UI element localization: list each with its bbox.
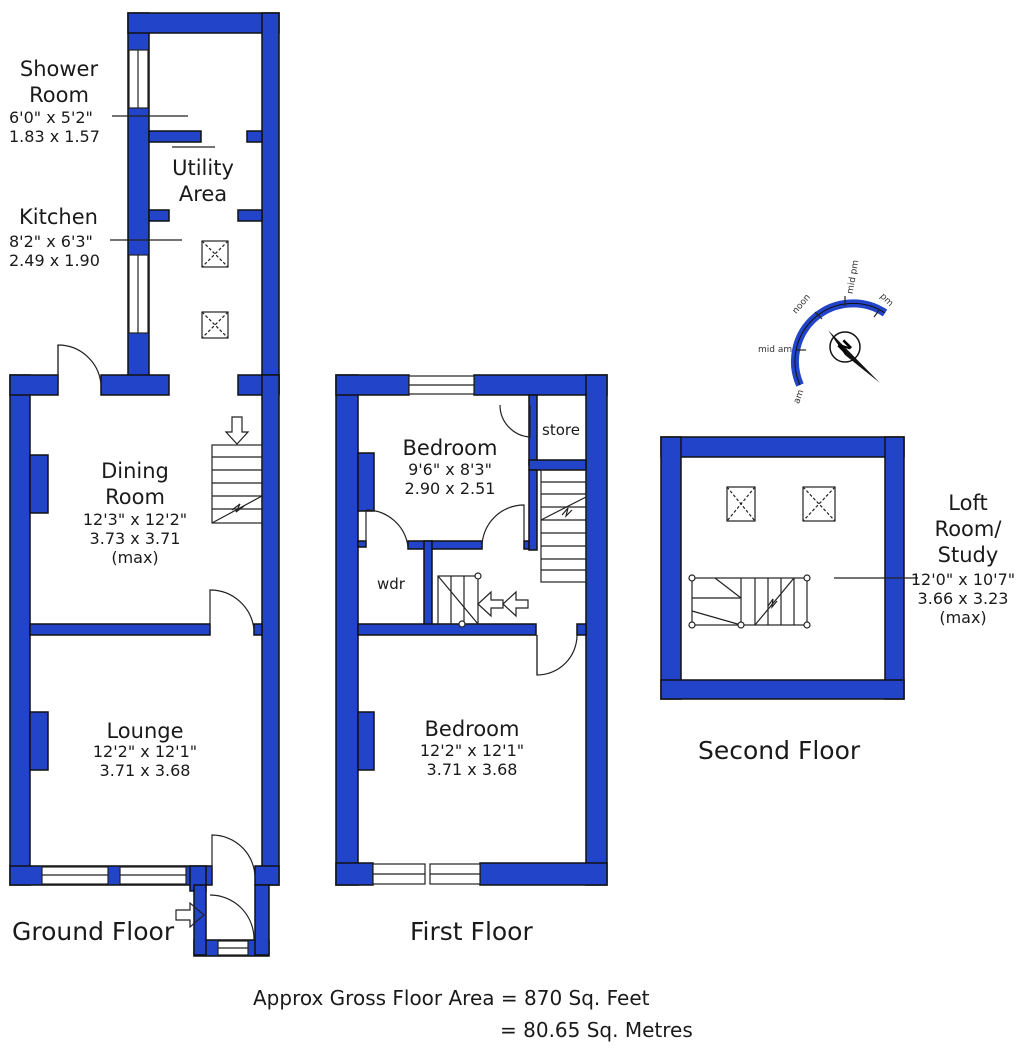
- bedroom-main-label: Bedroom: [424, 717, 520, 741]
- kitchen-dimensions: 8'2" x 6'3" 2.49 x 1.90: [9, 232, 100, 270]
- bedroom-small-label: Bedroom: [402, 436, 498, 460]
- loft-room-label: Loft Room/ Study: [934, 491, 1002, 567]
- compass-mid-pm-label: mid pm: [846, 259, 862, 295]
- gross-area-sqm: = 80.65 Sq. Metres: [500, 1018, 693, 1042]
- lounge-dimensions: 12'2" x 12'1" 3.71 x 3.68: [92, 742, 198, 780]
- bedroom-main-dimensions: 12'2" x 12'1" 3.71 x 3.68: [419, 741, 525, 779]
- kitchen-label: Kitchen: [19, 205, 98, 229]
- compass-rose: N am mid am noon mid pm pm: [758, 259, 895, 405]
- dining-room-dimensions: 12'3" x 12'2" 3.73 x 3.71 (max): [82, 510, 188, 567]
- first-floor-label: First Floor: [410, 917, 533, 946]
- bedroom-small-dimensions: 9'6" x 8'3" 2.90 x 2.51: [404, 460, 496, 498]
- compass-mid-am-label: mid am: [758, 345, 792, 355]
- shower-room-label: Shower Room: [19, 57, 99, 107]
- store-label: store: [542, 421, 580, 439]
- second-floor-label: Second Floor: [698, 736, 861, 765]
- dining-room-label: Dining Room: [101, 459, 169, 509]
- first-floor-plan: [335, 374, 608, 886]
- lounge-label: Lounge: [106, 719, 184, 743]
- compass-am-label: am: [792, 388, 806, 405]
- ground-floor-label: Ground Floor: [12, 917, 175, 946]
- utility-area-label: Utility Area: [172, 156, 234, 206]
- ground-floor-plan: [9, 12, 280, 957]
- gross-area-sqft: Approx Gross Floor Area = 870 Sq. Feet: [253, 986, 650, 1010]
- compass-noon-label: noon: [791, 293, 813, 317]
- loft-room-dimensions: 12'0" x 10'7" 3.66 x 3.23 (max): [910, 570, 1016, 627]
- wardrobe-label: wdr: [377, 575, 405, 593]
- shower-room-dimensions: 6'0" x 5'2" 1.83 x 1.57: [9, 108, 100, 146]
- second-floor-plan: [660, 436, 918, 700]
